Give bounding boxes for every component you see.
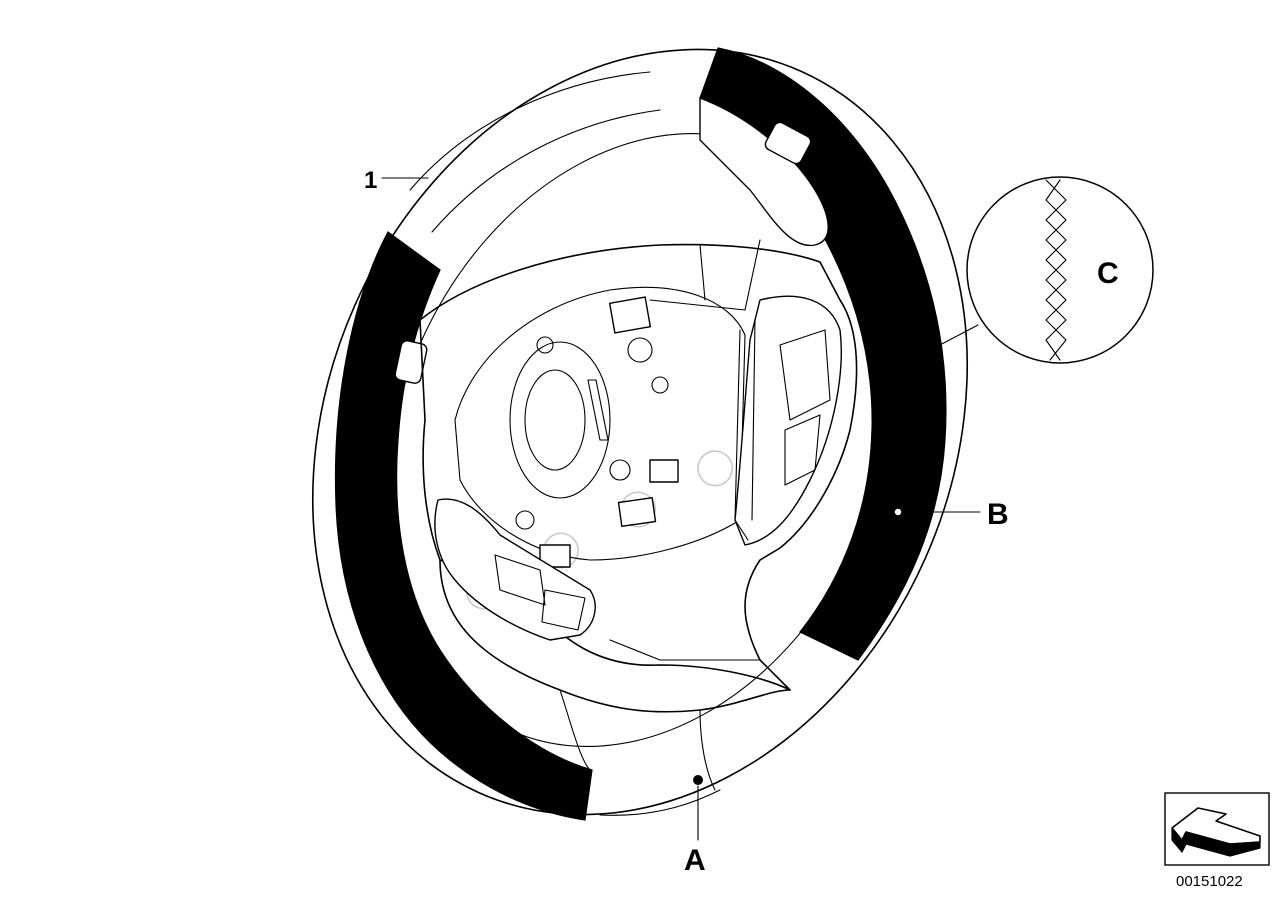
- rim-button-left: [394, 340, 428, 384]
- callout-label-c: C: [1097, 257, 1119, 290]
- stitching-seam: [871, 324, 895, 431]
- part-number-1: 1: [364, 167, 377, 194]
- stitch-detail: [1045, 179, 1067, 361]
- callout-a: [693, 775, 703, 841]
- callout-label-a: A: [684, 844, 706, 877]
- switch-cluster-right: [734, 295, 842, 546]
- rim-button-right: [764, 121, 812, 165]
- switch-cluster-left: [434, 498, 596, 641]
- callout-b: [893, 507, 981, 517]
- callout-label-b: B: [987, 498, 1009, 531]
- lower-spoke: [439, 559, 791, 791]
- orientation-arrow-icon: [1164, 792, 1270, 866]
- steering-wheel-hub: [419, 239, 858, 691]
- diagram-number: 00151022: [1176, 873, 1243, 890]
- detail-view-c: [895, 176, 1154, 369]
